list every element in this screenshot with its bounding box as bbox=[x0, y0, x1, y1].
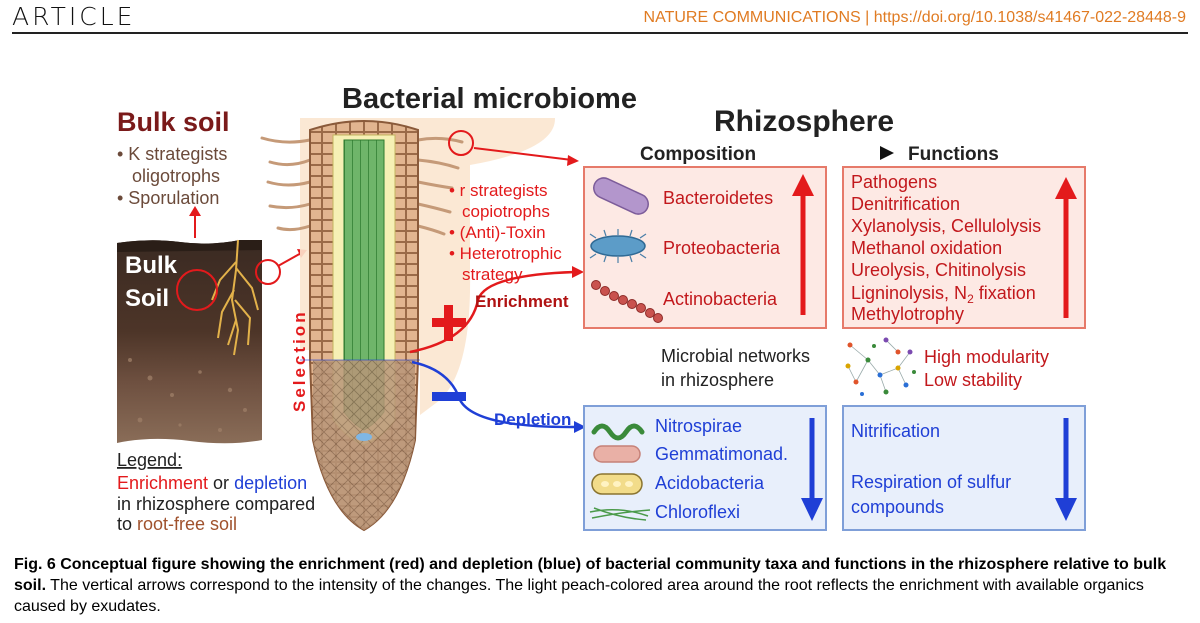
hair-to-rhizosphere-arrow bbox=[473, 147, 573, 161]
depleted-taxa-box bbox=[583, 405, 827, 531]
function-sulfur-respiration-2: compounds bbox=[851, 497, 944, 517]
acidobacteria-icon bbox=[591, 473, 643, 495]
rhizo-bullet-2: copiotrophs bbox=[462, 202, 550, 221]
bulk-bullet-1: • K strategists bbox=[117, 144, 227, 164]
legend-line-1: Enrichment or depletion bbox=[117, 473, 307, 493]
header-rule bbox=[12, 32, 1188, 34]
legend-depletion: depletion bbox=[234, 473, 307, 493]
taxon-gemmatimonad: Gemmatimonad. bbox=[655, 444, 788, 464]
enrichment-label: Enrichment bbox=[475, 292, 569, 311]
enrichment-arrowhead bbox=[572, 266, 584, 278]
rhizosphere-title: Rhizosphere bbox=[714, 105, 894, 138]
taxon-bacteroidetes: Bacteroidetes bbox=[663, 188, 773, 208]
actinobacteria-icon bbox=[591, 280, 663, 323]
legend-root-free-soil: root-free soil bbox=[137, 514, 237, 534]
legend-title: Legend: bbox=[117, 450, 182, 470]
caption-bold: Fig. 6 Conceptual figure showing the enr… bbox=[14, 556, 1167, 594]
function-denitrification: Denitrification bbox=[851, 194, 960, 214]
function-ureolysis: Ureolysis, Chitinolysis bbox=[851, 260, 1026, 280]
function-sulfur-respiration-1: Respiration of sulfur bbox=[851, 472, 1011, 492]
function-methylotrophy: Methylotrophy bbox=[851, 304, 964, 324]
journal-doi-header[interactable]: NATURE COMMUNICATIONS | https://doi.org/… bbox=[644, 9, 1186, 27]
chloroflexi-icon bbox=[589, 507, 651, 521]
network-graph-icon bbox=[845, 337, 916, 396]
taxa-decrease-arrowhead bbox=[801, 498, 823, 521]
soil-block bbox=[117, 239, 281, 444]
bulk-bullet-2: oligotrophs bbox=[132, 166, 220, 186]
legend-line-3: to root-free soil bbox=[117, 514, 237, 534]
bacteroidetes-icon bbox=[593, 177, 649, 215]
proteobacteria-icon bbox=[589, 229, 647, 263]
function-nitrification: Nitrification bbox=[851, 421, 940, 441]
soil-to-root-arrow bbox=[277, 251, 304, 267]
function-pathogens: Pathogens bbox=[851, 172, 937, 192]
depleted-functions-box bbox=[842, 405, 1086, 531]
selection-label: Selection bbox=[290, 309, 309, 412]
depletion-label: Depletion bbox=[494, 410, 571, 429]
ligninolysis-end: fixation bbox=[974, 283, 1036, 303]
composition-functions-arrowhead bbox=[880, 146, 894, 160]
ligninolysis-subscript: 2 bbox=[967, 292, 974, 306]
nitrospirae-icon bbox=[591, 423, 645, 441]
article-label: ARTICLE bbox=[12, 2, 136, 31]
bulk-up-arrowhead bbox=[189, 206, 201, 216]
soil-label-bulk: Bulk bbox=[125, 252, 178, 279]
taxon-acidobacteria: Acidobacteria bbox=[655, 473, 765, 493]
taxon-proteobacteria: Proteobacteria bbox=[663, 238, 781, 258]
taxon-actinobacteria: Actinobacteria bbox=[663, 289, 778, 309]
ligninolysis-text: Ligninolysis, N bbox=[851, 283, 967, 303]
minus-sign bbox=[432, 392, 466, 401]
legend-or: or bbox=[208, 473, 234, 493]
rhizo-bullet-3: • (Anti)-Toxin bbox=[449, 223, 546, 242]
network-label-2: in rhizosphere bbox=[661, 370, 774, 390]
composition-label: Composition bbox=[640, 144, 756, 165]
network-low-stability: Low stability bbox=[924, 370, 1022, 390]
legend-to: to bbox=[117, 514, 137, 534]
microbiome-title: Bacterial microbiome bbox=[342, 83, 637, 115]
enriched-functions-box bbox=[842, 166, 1086, 329]
doi-link[interactable]: https://doi.org/10.1038/s41467-022-28448… bbox=[873, 9, 1186, 26]
root bbox=[260, 120, 474, 532]
function-methanol: Methanol oxidation bbox=[851, 238, 1002, 258]
gemmatimonadetes-icon bbox=[593, 445, 641, 463]
legend-line-2: in rhizosphere compared bbox=[117, 494, 315, 514]
rhizo-bullet-1: • r strategists bbox=[449, 181, 548, 200]
conceptual-figure: Bulk soil • K strategists oligotrophs • … bbox=[117, 83, 1086, 534]
depletion-arrowhead bbox=[574, 421, 586, 433]
function-xylanolysis: Xylanolysis, Cellulolysis bbox=[851, 216, 1041, 236]
rhizo-bullet-5: strategy bbox=[462, 265, 523, 284]
caption-rest: The vertical arrows correspond to the in… bbox=[14, 577, 1144, 615]
bulk-soil-title: Bulk soil bbox=[117, 107, 230, 137]
function-ligninolysis: Ligninolysis, N2 fixation bbox=[851, 283, 1036, 306]
legend-enrichment: Enrichment bbox=[117, 473, 208, 493]
bulk-bullet-3: • Sporulation bbox=[117, 188, 219, 208]
soil-label-soil: Soil bbox=[125, 285, 169, 312]
taxon-nitrospirae: Nitrospirae bbox=[655, 416, 742, 436]
plus-sign-v bbox=[444, 305, 453, 341]
hair-to-rhizosphere-arrowhead bbox=[567, 155, 579, 166]
taxon-chloroflexi: Chloroflexi bbox=[655, 502, 740, 522]
depletion-arc bbox=[411, 360, 578, 429]
journal-name: NATURE COMMUNICATIONS bbox=[643, 9, 861, 26]
header-separator: | bbox=[860, 9, 874, 26]
enrichment-arc bbox=[409, 270, 576, 354]
functions-decrease-arrowhead bbox=[1055, 498, 1077, 521]
rhizo-bullet-4: • Heterotrophic bbox=[449, 244, 562, 263]
taxa-increase-arrowhead bbox=[792, 174, 814, 196]
network-label-1: Microbial networks bbox=[661, 346, 810, 366]
functions-label: Functions bbox=[908, 144, 999, 165]
network-high-modularity: High modularity bbox=[924, 347, 1049, 367]
functions-increase-arrowhead bbox=[1055, 177, 1077, 199]
figure-caption: Fig. 6 Conceptual figure showing the enr… bbox=[14, 554, 1190, 617]
